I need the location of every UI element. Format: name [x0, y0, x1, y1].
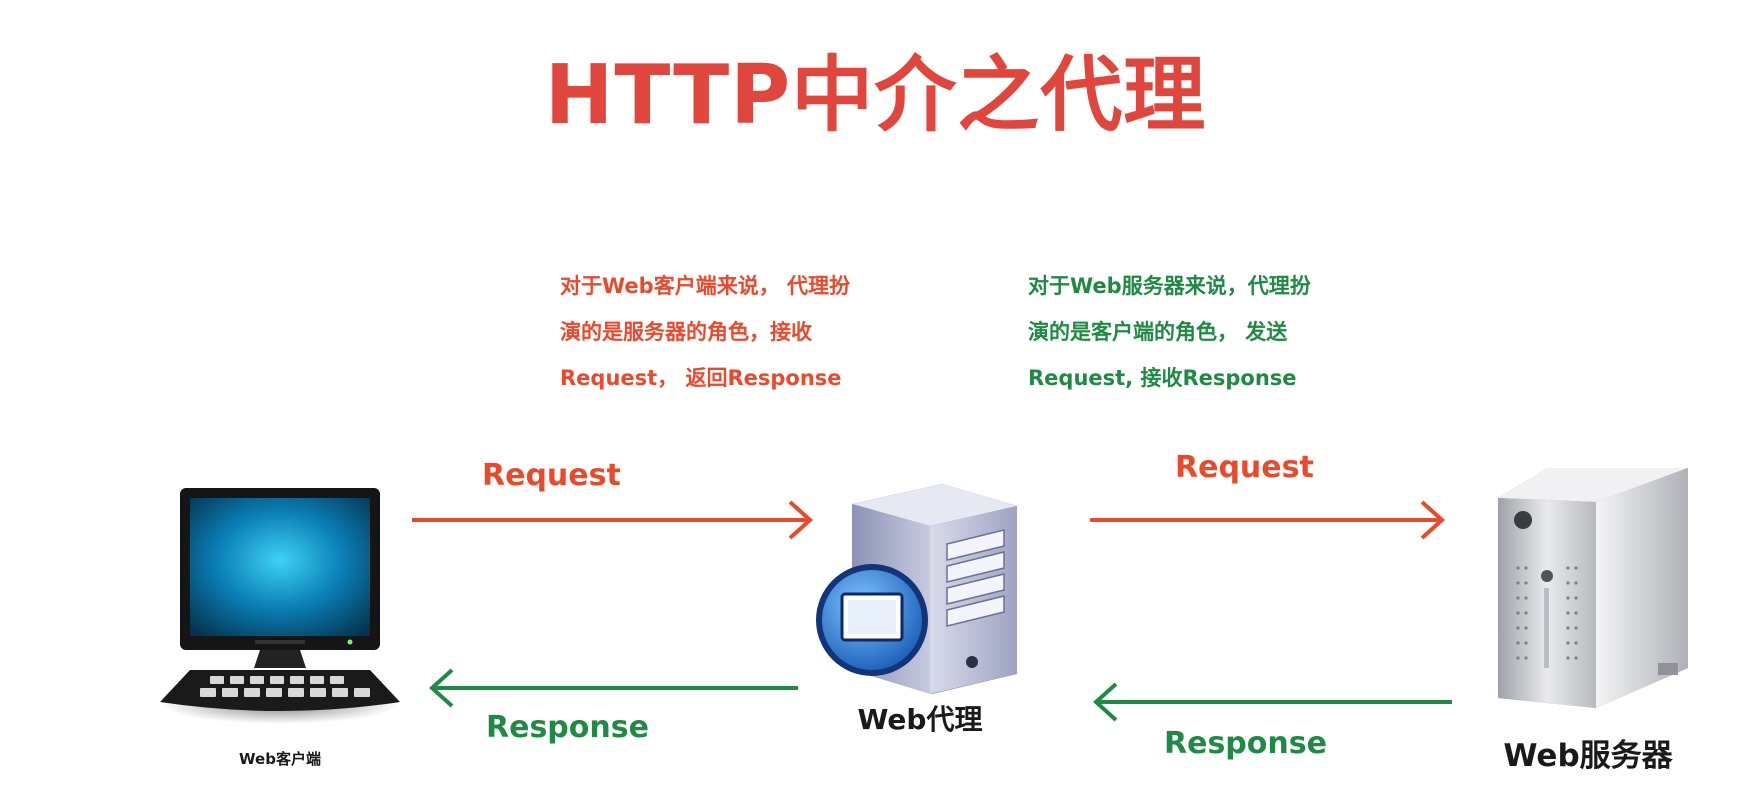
request-label-proxy-to-server: Request	[1175, 450, 1314, 485]
server-side-note: 对于Web服务器来说，代理扮 演的是客户端的角色， 发送 Request, 接收…	[1028, 263, 1311, 401]
page-title: HTTP中介之代理	[544, 48, 1207, 143]
proxy-label: Web代理	[857, 703, 983, 736]
server-note-line: Request, 接收Response	[1028, 366, 1297, 390]
client-note-line: Request， 返回Response	[560, 366, 842, 390]
proxy-server-icon	[816, 484, 1017, 694]
response-arrow-proxy-to-client	[429, 668, 798, 708]
client-label: Web客户端	[239, 750, 321, 768]
response-arrow-server-to-proxy	[1093, 682, 1452, 722]
client-side-note: 对于Web客户端来说， 代理扮 演的是服务器的角色，接收 Request， 返回…	[560, 263, 850, 401]
desktop-computer-icon	[160, 488, 400, 724]
server-note-line: 对于Web服务器来说，代理扮	[1028, 274, 1311, 298]
request-arrow-proxy-to-server	[1090, 500, 1445, 540]
response-label-server-to-proxy: Response	[1164, 726, 1327, 761]
request-label-client-to-proxy: Request	[482, 458, 621, 493]
response-label-proxy-to-client: Response	[486, 710, 649, 745]
server-label: Web服务器	[1503, 738, 1673, 774]
client-note-line: 演的是服务器的角色，接收	[560, 320, 812, 344]
server-note-line: 演的是客户端的角色， 发送	[1028, 320, 1288, 344]
client-note-line: 对于Web客户端来说， 代理扮	[560, 274, 850, 298]
server-tower-icon	[1498, 468, 1688, 708]
request-arrow-client-to-proxy	[412, 500, 813, 540]
